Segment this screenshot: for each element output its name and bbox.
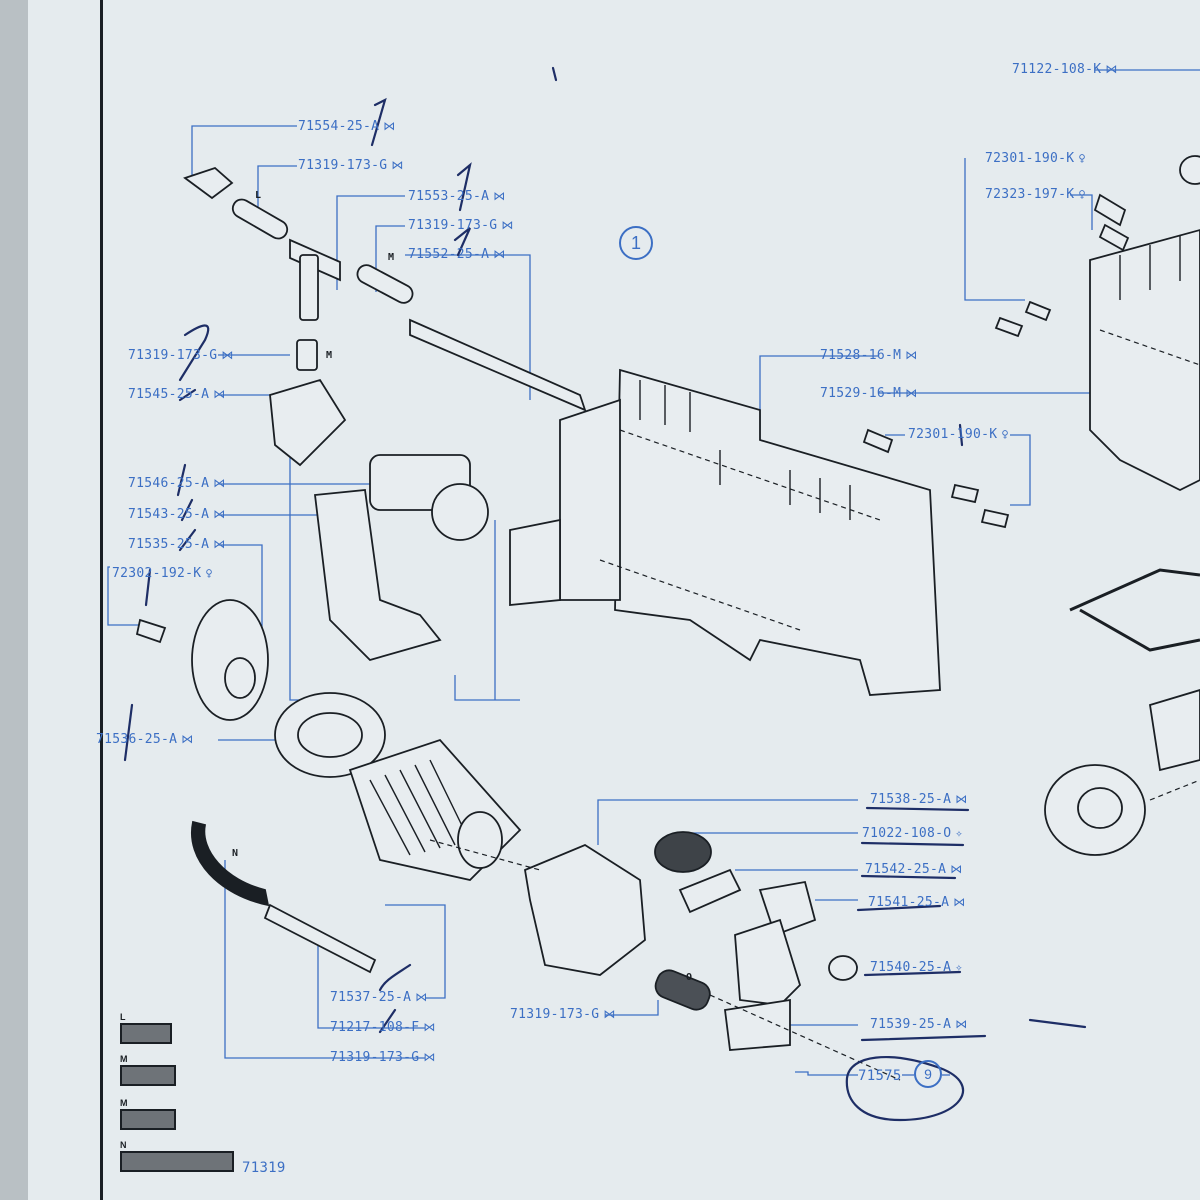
part-label-71319-173-g: 71319-173-G⋈ xyxy=(408,218,514,233)
part-label-71528-16-m: 71528-16-M⋈ xyxy=(820,348,918,363)
part-label-71536-25-a: 71536-25-A⋈ xyxy=(96,732,194,747)
part-label-71554-25-a: 71554-25-A⋈ xyxy=(298,119,396,134)
part-label-71539-25-a: 71539-25-A⋈ xyxy=(870,1017,968,1032)
part-label-71552-25-a: 71552-25-A⋈ xyxy=(408,247,506,262)
tube-key-l: L xyxy=(120,1012,172,1044)
part-label-71542-25-a: 71542-25-A⋈ xyxy=(865,862,963,877)
part-label-72302-192-k: 72302-192-K♀ xyxy=(112,566,213,581)
tube-key-part-number: 71319 xyxy=(242,1160,286,1176)
part-label-72301-190-k: 72301-190-K♀ xyxy=(985,151,1086,166)
step-number-ref: 9 xyxy=(914,1060,942,1088)
part-label-71541-25-a: 71541-25-A⋈ xyxy=(868,895,966,910)
part-label-71538-25-a: 71538-25-A⋈ xyxy=(870,792,968,807)
part-label-71217-108-f: 71217-108-F⋈ xyxy=(330,1020,436,1035)
part-label-71319-173-g: 71319-173-G⋈ xyxy=(128,348,234,363)
part-label-71022-108-o: 71022-108-O✧ xyxy=(862,826,963,841)
part-label-71543-25-a: 71543-25-A⋈ xyxy=(128,507,226,522)
tube-letter-o: O xyxy=(686,972,693,983)
tube-letter-m: M xyxy=(326,350,333,361)
part-label-71546-25-a: 71546-25-A⋈ xyxy=(128,476,226,491)
assembly-lines xyxy=(429,329,1200,1081)
part-label-72323-197-k: 72323-197-K♀ xyxy=(985,187,1086,202)
part-label-71553-25-a: 71553-25-A⋈ xyxy=(408,189,506,204)
part-label-71529-16-m: 71529-16-M⋈ xyxy=(820,386,918,401)
tube-key-m: M xyxy=(120,1054,176,1086)
drawing-frame xyxy=(100,0,1200,1200)
part-label-71319-173-g: 71319-173-G⋈ xyxy=(298,158,404,173)
tube-letter-m: M xyxy=(388,252,395,263)
part-label-71575: 71575 xyxy=(858,1068,902,1084)
tube-letter-n: N xyxy=(232,848,239,859)
tube-key-n: N xyxy=(120,1140,234,1172)
part-label-71319-173-g: 71319-173-G⋈ xyxy=(330,1050,436,1065)
part-label-71319-173-g: 71319-173-G⋈ xyxy=(510,1007,616,1022)
part-sketches xyxy=(135,155,1200,1051)
part-label-71537-25-a: 71537-25-A⋈ xyxy=(330,990,428,1005)
step-number-main: 1 xyxy=(619,226,653,260)
tube-letter-l: L xyxy=(255,190,262,201)
tube-key-m: M xyxy=(120,1098,176,1130)
part-label-72301-190-k: 72301-190-K♀ xyxy=(908,427,1009,442)
part-label-71535-25-a: 71535-25-A⋈ xyxy=(128,537,226,552)
part-label-71545-25-a: 71545-25-A⋈ xyxy=(128,387,226,402)
part-label-71122-108-k: 71122-108-K⋈ xyxy=(1012,62,1118,77)
part-label-71540-25-a: 71540-25-A✧ xyxy=(870,960,963,975)
handwritten-marks xyxy=(123,66,1087,1122)
